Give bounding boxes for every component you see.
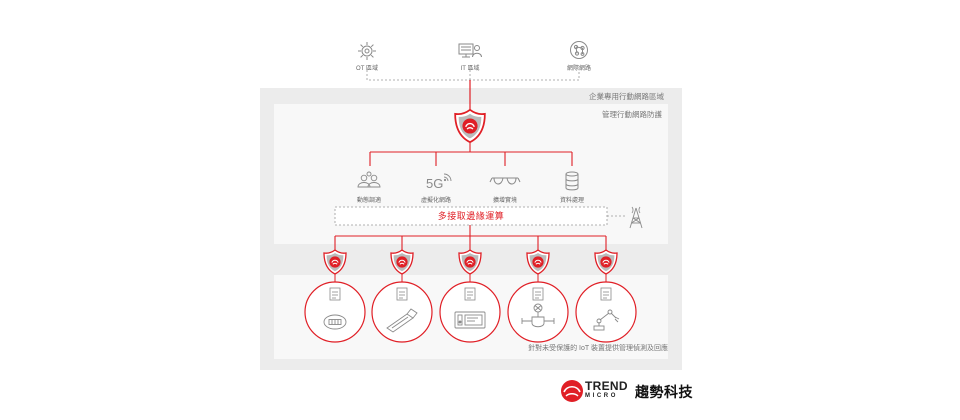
it-zone-label: IT 區域 bbox=[460, 66, 480, 72]
cell-tower-icon bbox=[629, 206, 643, 229]
top-dashed-connector bbox=[366, 70, 580, 81]
gear-icon bbox=[358, 42, 376, 60]
valve-icon bbox=[521, 303, 555, 328]
enterprise-zone-label: 企業專用行動網路區域 bbox=[589, 92, 664, 101]
people-icon bbox=[357, 171, 381, 188]
globe-network-icon bbox=[570, 41, 588, 59]
augmented-reality-label: 擴增實境 bbox=[492, 198, 517, 204]
it-workstation-icon bbox=[458, 43, 482, 58]
shield-to-device-lines bbox=[334, 274, 607, 282]
industrial-tool-icon bbox=[386, 308, 418, 333]
brand-trend-text: TREND bbox=[585, 379, 628, 393]
control-panel-icon bbox=[454, 311, 486, 329]
brand-chinese-text: 趨勢科技 bbox=[635, 384, 693, 400]
device-branch-lines bbox=[334, 225, 607, 252]
management-zone-label: 管理行動網路防護 bbox=[602, 110, 662, 119]
ar-glasses-icon bbox=[489, 177, 521, 185]
trend-micro-brand: TREND MICRO 趨勢科技 bbox=[558, 376, 698, 406]
smart-meter-icon bbox=[323, 314, 347, 330]
internet-label: 網際網路 bbox=[566, 66, 591, 72]
dynamic-adaptation-label: 動態調適 bbox=[356, 198, 381, 204]
bottom-caption: 針對未受保護的 IoT 裝置提供管理偵測及回應 bbox=[528, 345, 668, 352]
5g-text: 5G bbox=[426, 176, 443, 191]
edge-computing-label: 多接取邊緣運算 bbox=[437, 211, 505, 221]
5g-icon: 5G bbox=[426, 173, 452, 191]
database-icon bbox=[565, 171, 579, 191]
virtual-network-label: 虛擬化網路 bbox=[420, 198, 451, 204]
brand-micro-text: MICRO bbox=[585, 393, 618, 399]
trend-micro-logo-icon bbox=[561, 380, 583, 402]
management-branch-lines bbox=[369, 143, 573, 166]
agent-document-icons bbox=[329, 287, 612, 301]
data-processing-label: 資料處理 bbox=[559, 198, 584, 204]
robot-arm-icon bbox=[593, 309, 620, 331]
ot-zone-label: OT 區域 bbox=[356, 66, 378, 72]
